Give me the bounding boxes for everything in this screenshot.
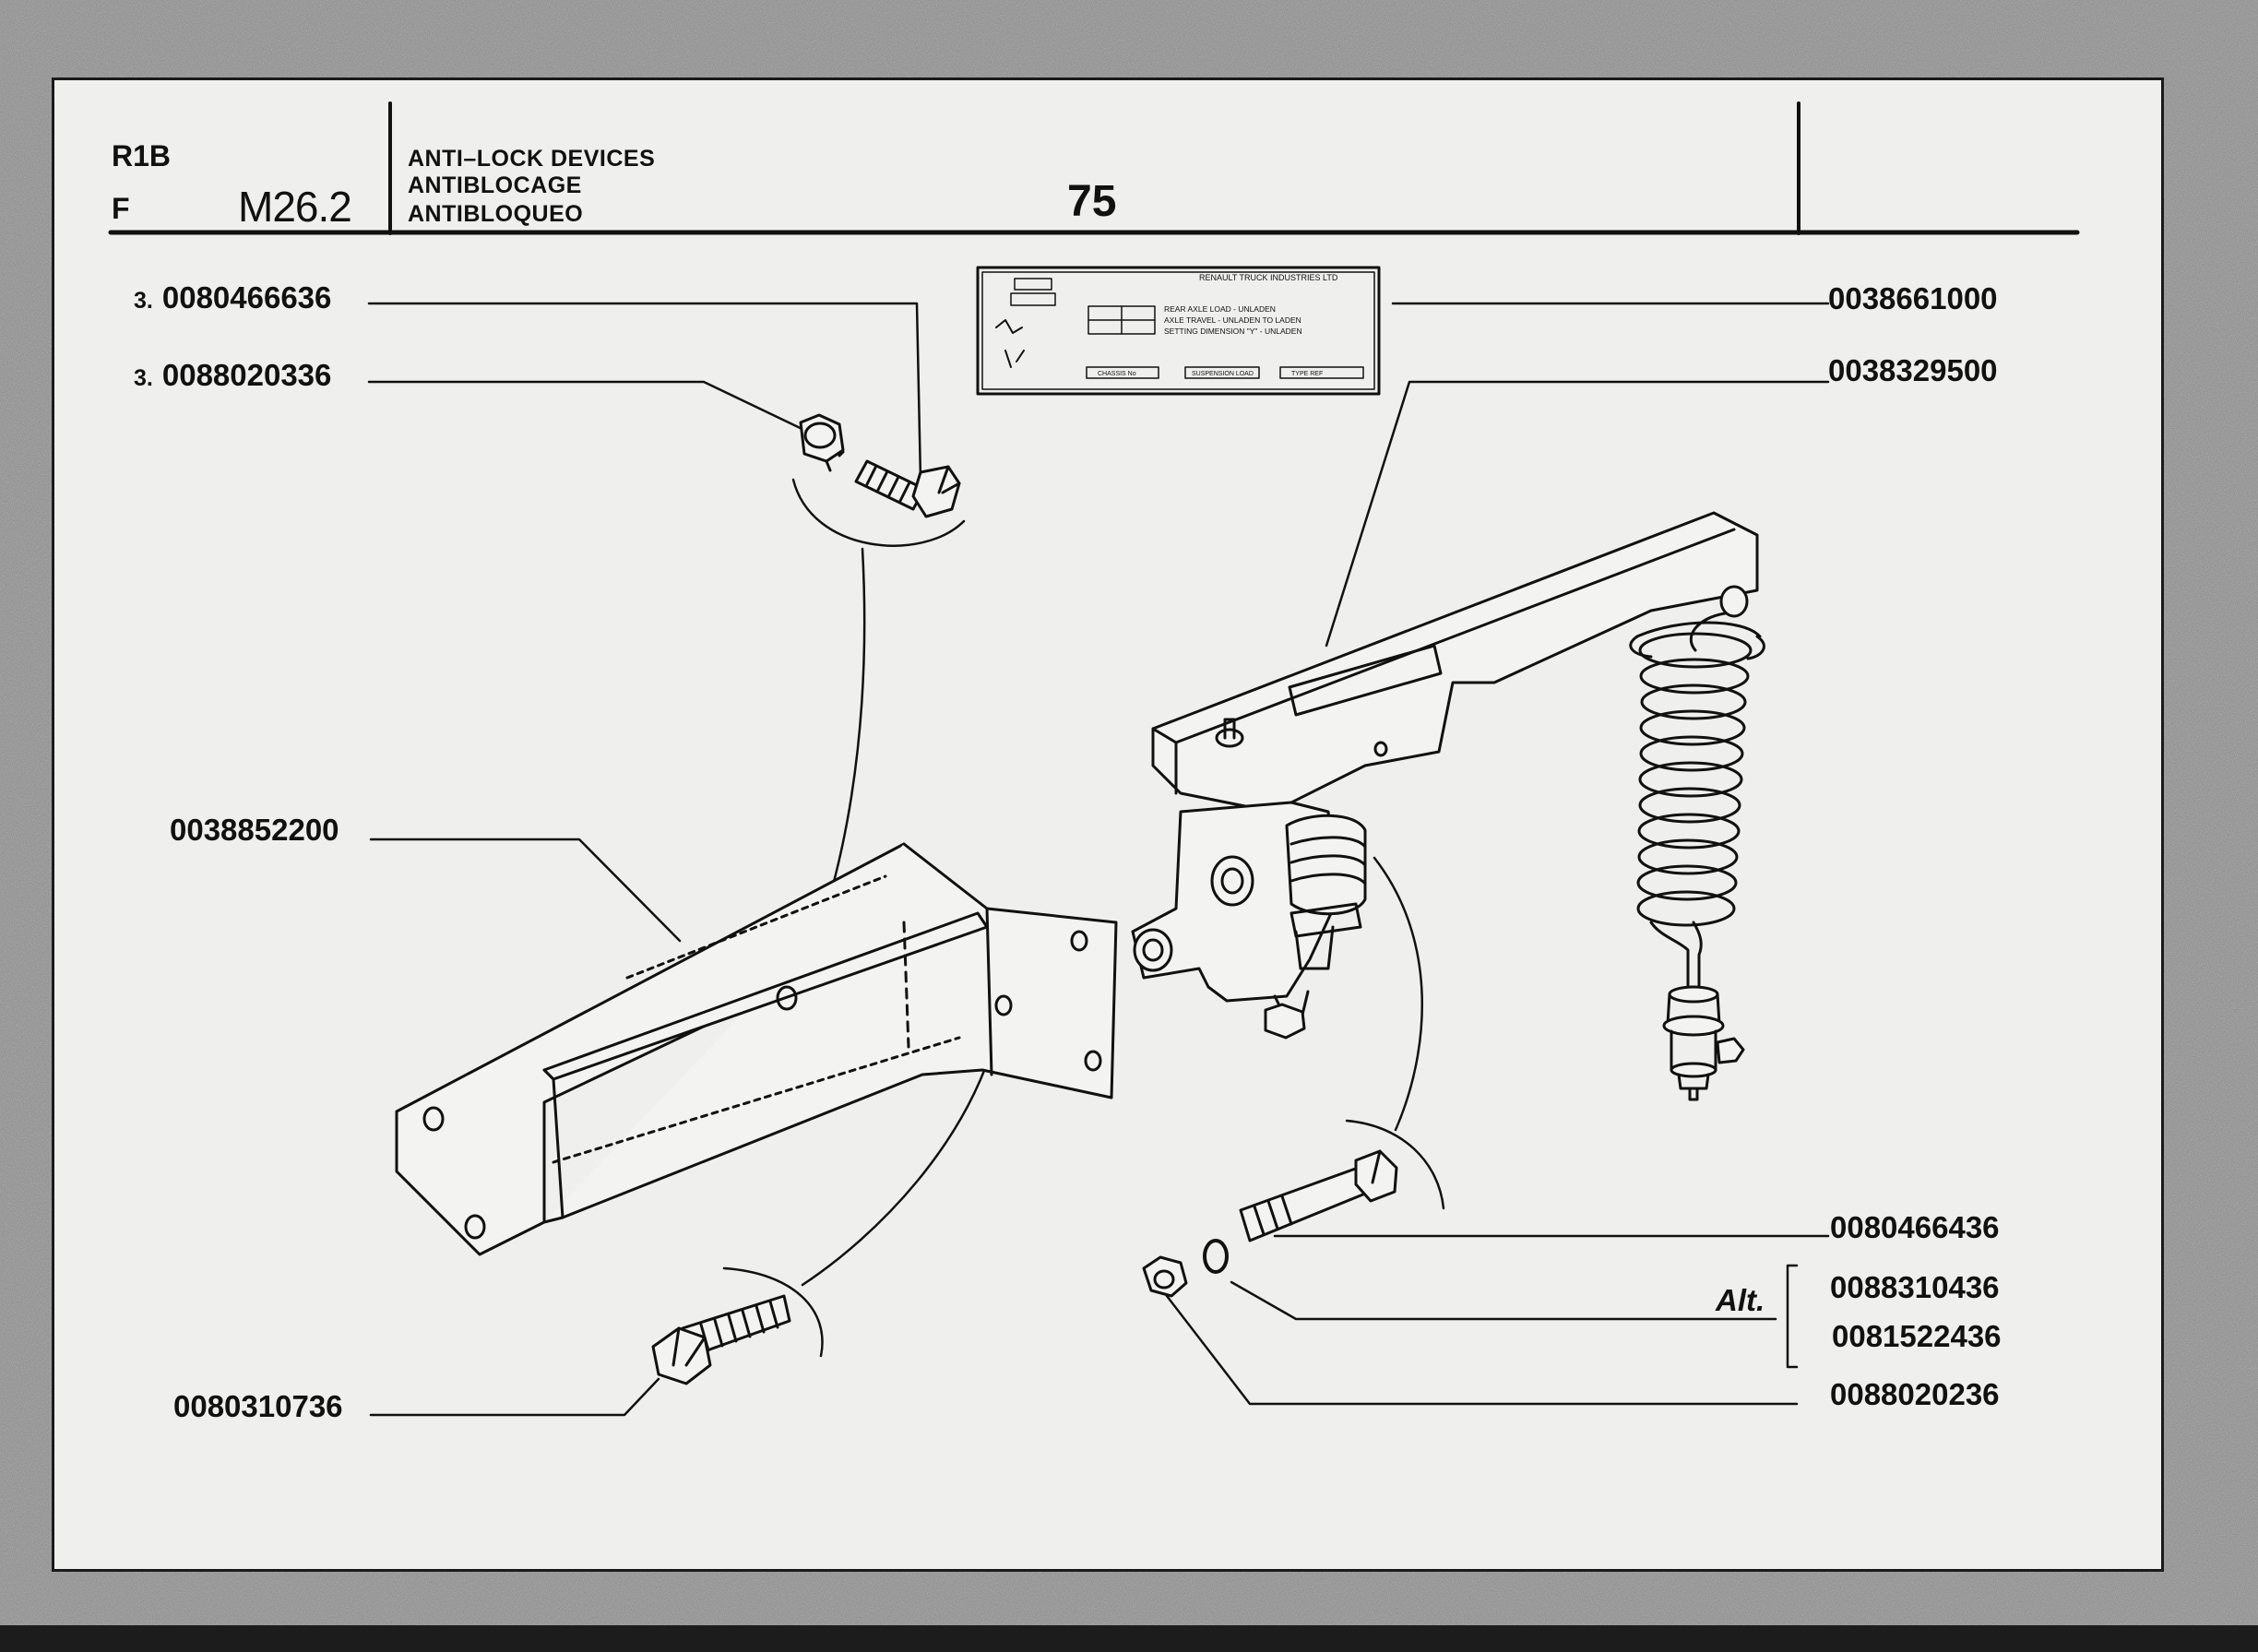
alternative-label: Alt.	[1716, 1283, 1765, 1317]
nut-right	[1142, 1255, 1188, 1298]
part-number: 0081522436	[1832, 1319, 2002, 1353]
leader-0038329500	[1325, 380, 1830, 648]
page-number: 75	[1067, 177, 1117, 226]
header-rules	[108, 101, 2080, 235]
group-code: M26.2	[238, 183, 352, 231]
part-qty: 3.	[134, 365, 153, 391]
cable-lower	[801, 1027, 1000, 1287]
leader-0080310736	[369, 1377, 660, 1417]
part-label-0088020236: 0088020236	[1830, 1379, 2000, 1409]
bolt-top	[854, 459, 961, 518]
part-number: 0088310436	[1830, 1270, 2000, 1304]
variant-code: F	[112, 192, 130, 225]
part-label-0088310436: 0088310436	[1830, 1272, 2000, 1302]
washer-right	[1203, 1239, 1229, 1274]
parts-sheet	[52, 77, 2164, 1572]
bracket-arc-right	[1345, 1119, 1445, 1210]
plate-footer-3: TYPE REF	[1291, 371, 1323, 377]
part-label-0080466436: 0080466436	[1830, 1212, 2000, 1242]
plate-line-3: SETTING DIMENSION "Y" - UNLADEN	[1164, 327, 1302, 336]
spring-coils	[1636, 632, 1753, 927]
alt-bracket	[1786, 1264, 1799, 1369]
load-sensing-valve	[1131, 801, 1367, 1040]
section-code: R1B	[112, 139, 172, 172]
leader-0088310436	[1230, 1280, 1777, 1321]
title-spanish: ANTIBLOQUEO	[408, 201, 584, 227]
part-number: 0080466636	[161, 280, 332, 315]
title-french: ANTIBLOCAGE	[408, 172, 582, 198]
leader-lines	[367, 302, 1830, 1417]
cable-right	[1373, 856, 1424, 1132]
nut-top	[799, 413, 845, 472]
part-number: 0088020336	[161, 358, 332, 392]
plate-line-2: AXLE TRAVEL - UNLADEN TO LADEN	[1164, 315, 1301, 325]
bolt-right	[1239, 1149, 1398, 1242]
part-qty: 3.	[134, 288, 153, 314]
leader-0038852200	[369, 838, 682, 943]
part-number: 0080466436	[1830, 1210, 2000, 1244]
valve-lever-arm	[1151, 511, 1759, 814]
leader-0088020336	[367, 380, 814, 435]
leader-0088020236	[1165, 1294, 1799, 1406]
part-number: 0038852200	[170, 813, 339, 847]
identification-plate: RENAULT TRUCK INDUSTRIES LTD REAR AXLE L…	[976, 266, 1381, 396]
part-label-0080466636: 3. 0080466636	[134, 282, 331, 313]
part-label-0081522436: 0081522436	[1832, 1321, 2002, 1351]
part-label-0038661000: 0038661000	[1828, 283, 1998, 314]
bolt-bottom	[651, 1294, 791, 1385]
bracket-arc-top	[791, 478, 966, 547]
title-english: ANTI–LOCK DEVICES	[408, 146, 656, 172]
part-number: 0038661000	[1828, 281, 1998, 315]
part-number: 0080310736	[173, 1389, 343, 1423]
part-label-0088020336: 3. 0088020336	[134, 360, 331, 390]
plate-company: RENAULT TRUCK INDUSTRIES LTD	[1199, 273, 1338, 282]
plate-line-1: REAR AXLE LOAD - UNLADEN	[1164, 304, 1276, 314]
part-number: 0038329500	[1828, 353, 1998, 387]
bracket-arc-bottom	[722, 1266, 824, 1358]
mounting-bracket	[395, 842, 1118, 1256]
part-label-0080310736: 0080310736	[173, 1391, 343, 1421]
part-label-0038329500: 0038329500	[1828, 355, 1998, 386]
plate-footer-1: CHASSIS No	[1098, 371, 1136, 377]
leader-0080466636	[367, 302, 922, 481]
plate-footer-2: SUSPENSION LOAD	[1192, 371, 1254, 377]
part-number: 0088020236	[1830, 1377, 2000, 1411]
part-label-0038852200: 0038852200	[170, 814, 339, 845]
coil-spring-link	[1629, 612, 1765, 1101]
